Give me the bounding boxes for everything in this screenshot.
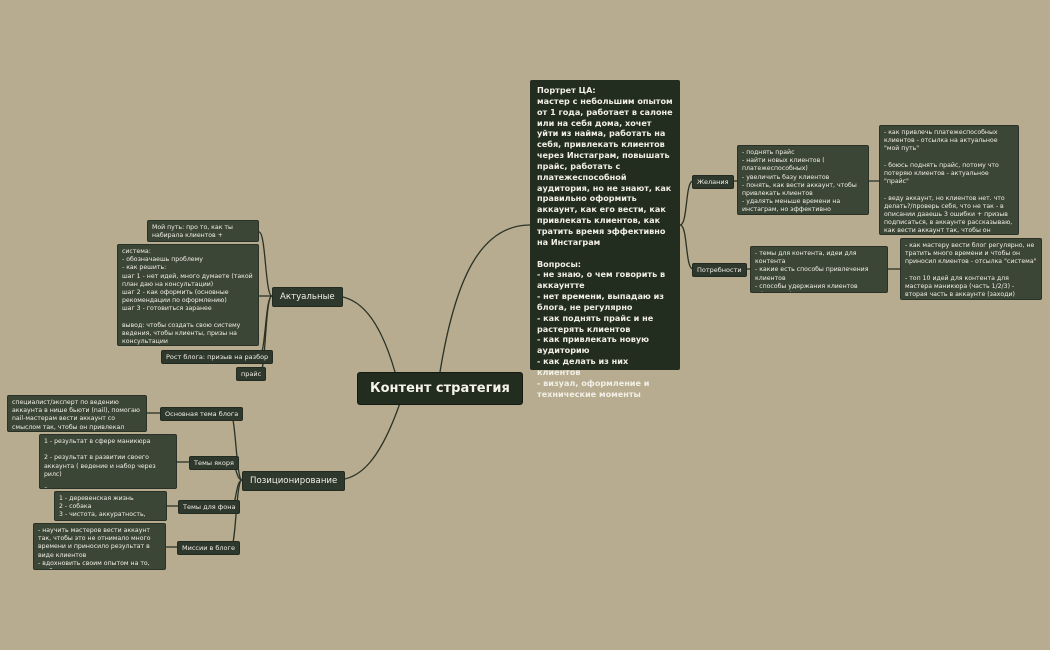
needs-detail-node[interactable]: - как мастеру вести блог регулярно, не т… <box>900 238 1042 300</box>
desires-list-node[interactable]: - поднять прайс - найти новых клиентов (… <box>737 145 869 215</box>
link-actual-mypath <box>258 231 273 297</box>
main-topic-node[interactable]: Основная тема блога <box>160 407 244 421</box>
background-topics-note[interactable]: 1 - деревенская жизнь 2 - собака 3 - чис… <box>54 491 167 521</box>
anchor-topics-node[interactable]: Темы якоря <box>189 456 239 470</box>
desires-node[interactable]: Желания <box>692 175 734 189</box>
needs-node[interactable]: Потребности <box>692 263 747 277</box>
background-topics-node[interactable]: Темы для фона <box>178 500 241 514</box>
link-root-positioning <box>335 402 401 481</box>
positioning-node[interactable]: Позиционирование <box>242 471 346 491</box>
actual-node[interactable]: Актуальные <box>272 287 343 307</box>
mission-note[interactable]: - научить мастеров вести аккаунт так, чт… <box>33 523 166 570</box>
link-root-actual <box>333 295 396 373</box>
anchor-topics-note[interactable]: 1 - результат в сфере маникюра 2 - резул… <box>39 434 177 489</box>
link-root-portrait <box>439 224 531 373</box>
needs-list-node[interactable]: - темы для контента, идеи для контента -… <box>750 246 888 293</box>
desires-detail-node[interactable]: - как привлечь платежеспособных клиентов… <box>879 125 1019 235</box>
target-audience-portrait-node[interactable]: Портрет ЦА: мастер с небольшим опытом от… <box>530 80 680 399</box>
main-topic-note[interactable]: специалист/эксперт по ведению аккаунта в… <box>7 395 147 432</box>
link-portrait-needs <box>679 224 694 270</box>
root-node[interactable]: Контент стратегия <box>357 372 523 405</box>
price-node[interactable]: прайс <box>236 367 267 381</box>
my-path-node[interactable]: Мой путь: про то, как ты набирала клиент… <box>147 220 259 242</box>
mission-node[interactable]: Миссии в блоге <box>177 541 240 555</box>
blog-growth-node[interactable]: Рост блога: призыв на разбор <box>161 350 274 364</box>
link-actual-growth <box>258 295 273 357</box>
link-portrait-desires <box>679 180 694 226</box>
system-node[interactable]: система: - обозначаешь проблему - как ре… <box>117 244 259 346</box>
